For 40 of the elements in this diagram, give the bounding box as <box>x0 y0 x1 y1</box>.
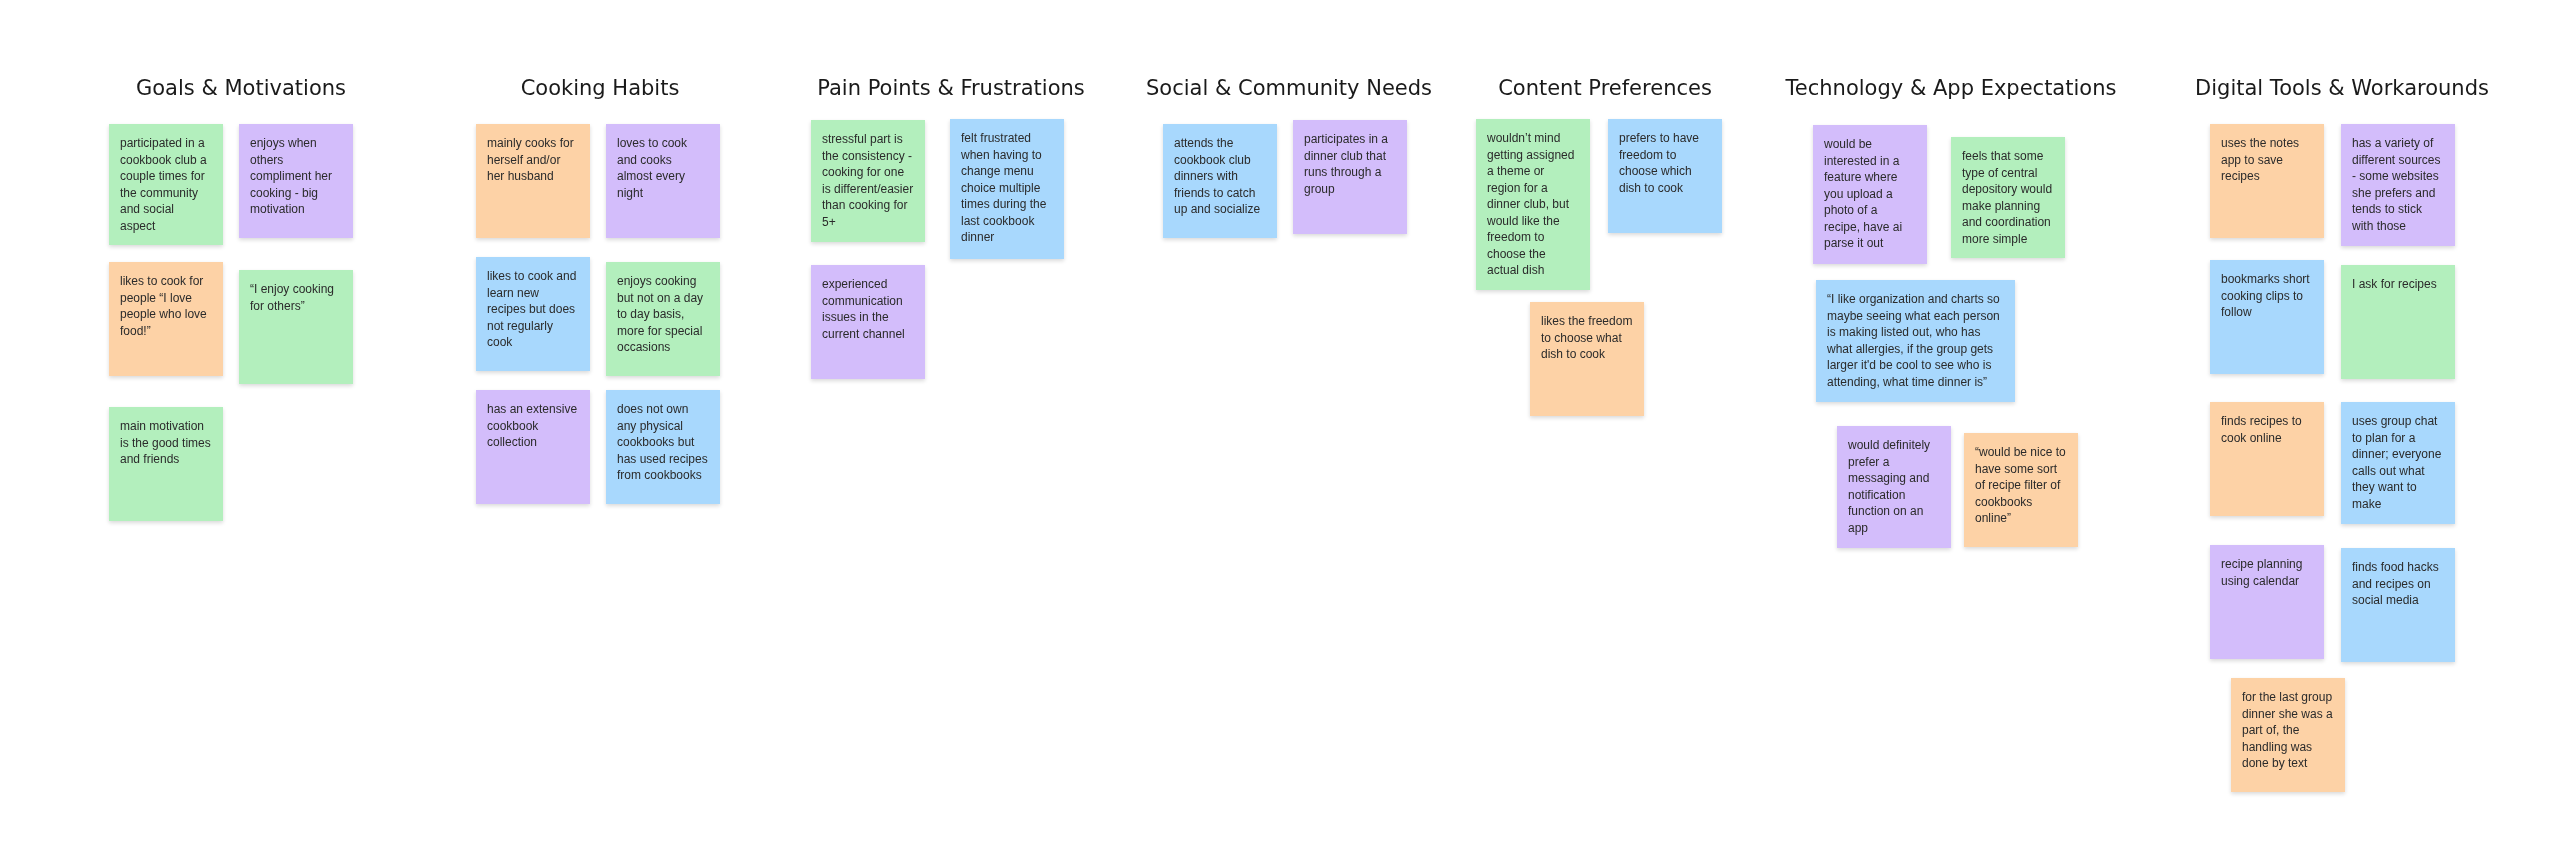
sticky-note: uses group chat to plan for a dinner; everyone calls out what they want to make <box>2341 402 2455 524</box>
sticky-note: attends the cookbook club dinners with friends to catch up and socialize <box>1163 124 1277 238</box>
sticky-note: does not own any physical cookbooks but has used recipes from cookbooks <box>606 390 720 504</box>
sticky-note: “would be nice to have some sort of recipe filter of cookbooks online” <box>1964 433 2078 547</box>
sticky-note: stressful part is the consistency - cooking for one is different/easier than cooking for 5+ <box>811 120 925 242</box>
sticky-note: enjoys cooking but not on a day to day basis, more for special occasions <box>606 262 720 376</box>
column-heading: Cooking Habits <box>520 76 680 100</box>
sticky-note: for the last group dinner she was a part of, the handling was done by text <box>2231 678 2345 792</box>
sticky-note: enjoys when others compliment her cooking - big motivation <box>239 124 353 238</box>
sticky-note: finds food hacks and recipes on social media <box>2341 548 2455 662</box>
sticky-note: main motivation is the good times and friends <box>109 407 223 521</box>
sticky-note: uses the notes app to save recipes <box>2210 124 2324 238</box>
sticky-note: I ask for recipes <box>2341 265 2455 379</box>
sticky-note: prefers to have freedom to choose which dish to cook <box>1608 119 1722 233</box>
sticky-note: likes to cook and learn new recipes but does not regularly cook <box>476 257 590 371</box>
sticky-note: wouldn’t mind getting assigned a theme or region for a dinner club, but would like the freedom to choose the actual dish <box>1476 119 1590 290</box>
sticky-note: finds recipes to cook online <box>2210 402 2324 516</box>
sticky-note: feels that some type of central depository would make planning and coordination more simple <box>1951 137 2065 258</box>
column-heading: Pain Points & Frustrations <box>817 76 1085 100</box>
sticky-note: “I enjoy cooking for others” <box>239 270 353 384</box>
sticky-note: participated in a cookbook club a couple times for the community and social aspect <box>109 124 223 245</box>
sticky-note: likes to cook for people “I love people who love food!” <box>109 262 223 376</box>
sticky-note: felt frustrated when having to change menu choice multiple times during the last cookbook dinner <box>950 119 1064 259</box>
sticky-note: recipe planning using calendar <box>2210 545 2324 659</box>
sticky-note: bookmarks short cooking clips to follow <box>2210 260 2324 374</box>
column-heading: Content Preferences <box>1498 76 1712 100</box>
sticky-note: experienced communication issues in the current channel <box>811 265 925 379</box>
sticky-note: participates in a dinner club that runs through a group <box>1293 120 1407 234</box>
column-heading: Technology & App Expectations <box>1785 76 2117 100</box>
sticky-note: has an extensive cookbook collection <box>476 390 590 504</box>
sticky-note: has a variety of different sources - some websites she prefers and tends to stick with those <box>2341 124 2455 246</box>
sticky-note: loves to cook and cooks almost every night <box>606 124 720 238</box>
column-heading: Digital Tools & Workarounds <box>2195 76 2489 100</box>
sticky-note: mainly cooks for herself and/or her husband <box>476 124 590 238</box>
sticky-note: would definitely prefer a messaging and notification function on an app <box>1837 426 1951 548</box>
column-heading: Social & Community Needs <box>1146 76 1432 100</box>
sticky-note: likes the freedom to choose what dish to cook <box>1530 302 1644 416</box>
column-heading: Goals & Motivations <box>136 76 346 100</box>
sticky-note: would be interested in a feature where you upload a photo of a recipe, have ai parse it out <box>1813 125 1927 264</box>
sticky-note: “I like organization and charts so maybe seeing what each person is making listed out, who has what allergies, if the group gets larger it'd be cool to see who is attending, what time dinner is” <box>1816 280 2015 402</box>
